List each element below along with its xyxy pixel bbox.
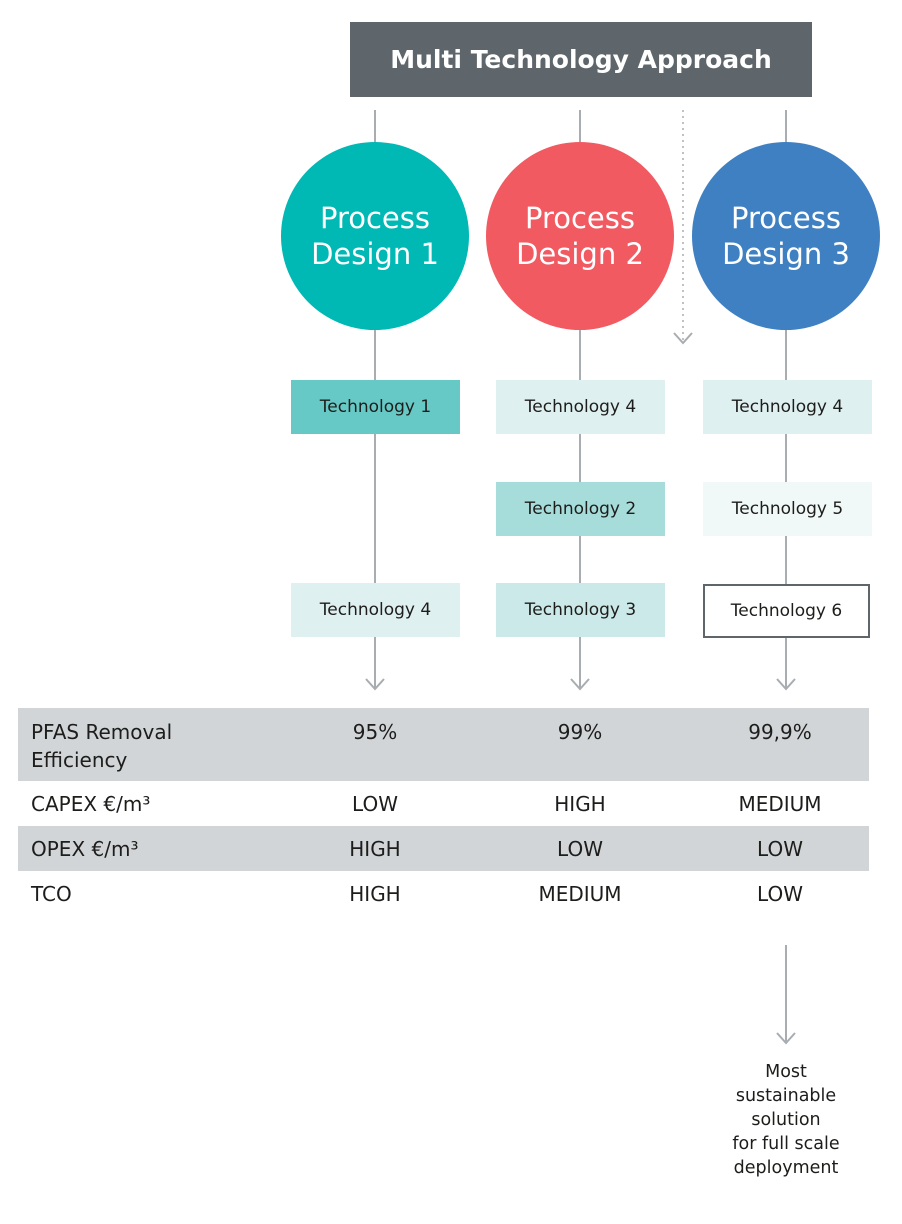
cell: HIGH [349,837,401,861]
cell: LOW [352,792,398,816]
note-line: sustainable [735,1086,837,1106]
technology-box: Technology 4 [496,380,665,434]
conclusion-note: Most sustainable solution for full scale… [706,1060,866,1180]
technology-box: Technology 3 [496,583,665,637]
design-label: Process [524,201,635,235]
technology-box: Technology 4 [291,583,460,637]
note-line: for full scale [732,1134,840,1154]
process-design-1: Process Design 1 [281,142,469,330]
note-line: Most [765,1062,807,1082]
technology-box: Technology 5 [703,482,872,536]
row-label: TCO [31,882,72,906]
table-row-capex: CAPEX €/m³ LOW HIGH MEDIUM [18,781,869,826]
process-design-3: Process Design 3 [692,142,880,330]
row-label: OPEX €/m³ [31,837,139,861]
table-row-tco: TCO HIGH MEDIUM LOW [18,871,869,917]
technology-box: Technology 2 [496,482,665,536]
technology-box: Technology 6 [703,584,870,638]
design-label: Process [730,201,841,235]
technology-box: Technology 1 [291,380,460,434]
cell: LOW [757,837,803,861]
cell: 99,9% [748,720,812,744]
design-label: Process [319,201,430,235]
technology-box: Technology 4 [703,380,872,434]
row-label: PFAS Removal Efficiency [31,720,173,772]
cell: 95% [352,720,398,744]
diagram-title: Multi Technology Approach [350,22,812,97]
table-row-pfas: PFAS Removal Efficiency 95% 99% 99,9% [18,708,869,781]
cell: HIGH [349,882,401,906]
cell: LOW [557,837,603,861]
design-label: Design 2 [516,237,644,271]
process-design-2: Process Design 2 [486,142,674,330]
cell: HIGH [554,792,606,816]
note-line: deployment [733,1158,839,1178]
table-row-opex: OPEX €/m³ HIGH LOW LOW [18,826,869,871]
design-label: Design 3 [722,237,850,271]
cell: LOW [757,882,803,906]
design-label: Design 1 [311,237,439,271]
note-line: solution [751,1110,821,1130]
row-label: CAPEX €/m³ [31,792,151,816]
cell: MEDIUM [738,792,822,816]
cell: MEDIUM [538,882,622,906]
cell: 99% [557,720,603,744]
